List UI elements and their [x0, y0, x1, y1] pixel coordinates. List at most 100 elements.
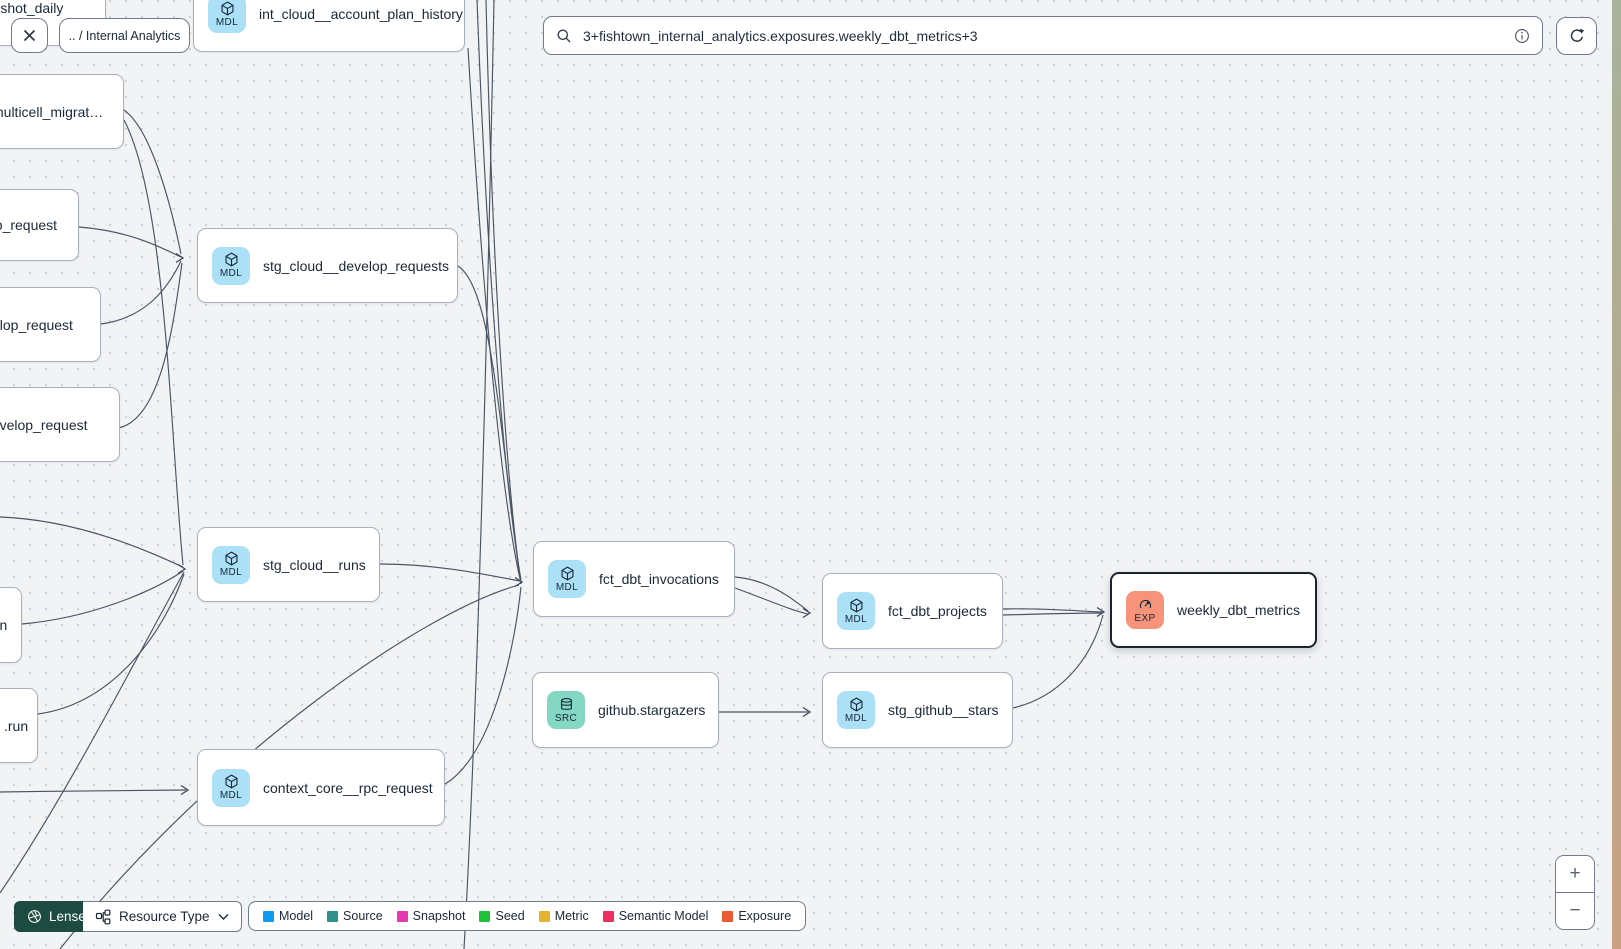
- graph-node-partial-run-1[interactable]: MDL run: [0, 587, 22, 663]
- legend-label: Source: [343, 909, 383, 923]
- badge-label: MDL: [844, 712, 868, 724]
- node-label: velop_request: [0, 316, 73, 333]
- breadcrumb[interactable]: .. / Internal Analytics: [59, 18, 190, 53]
- edge-arrowhead: [514, 576, 524, 588]
- resource-icon: [559, 697, 574, 712]
- edge: [37, 573, 185, 715]
- edge-arrowhead: [802, 706, 812, 718]
- sitemap-icon: [95, 909, 111, 925]
- close-button[interactable]: [11, 18, 48, 53]
- resource-type-legend: Model Source Snapshot Seed Metric Semant…: [248, 901, 807, 931]
- cube-icon: [225, 252, 237, 267]
- chevron-down-icon: [218, 913, 229, 921]
- zoom-out-button[interactable]: −: [1556, 893, 1594, 929]
- graph-node-fct-dbt-invocations[interactable]: MDL fct_dbt_invocations: [533, 541, 735, 617]
- resource-icon: [220, 0, 235, 16]
- graph-node-velop-request[interactable]: MDL velop_request: [0, 287, 101, 362]
- node-label: fct_dbt_projects: [888, 603, 987, 619]
- resource-type-badge: MDL: [208, 0, 246, 33]
- edge: [1002, 608, 1103, 613]
- edge-arrowhead: [177, 563, 187, 575]
- info-icon[interactable]: [1514, 28, 1530, 44]
- legend-item: Snapshot: [396, 909, 466, 923]
- resource-type-badge: MDL: [548, 560, 586, 598]
- node-label: stg_cloud__runs: [263, 556, 366, 573]
- legend-label: Metric: [554, 909, 589, 923]
- graph-node-fct-dbt-projects[interactable]: MDL fct_dbt_projects: [822, 573, 1003, 649]
- edge: [379, 563, 521, 582]
- resource-type-badge: MDL: [212, 246, 250, 285]
- node-label: fct_dbt_invocations: [599, 571, 719, 587]
- resource-icon: [1138, 597, 1153, 612]
- graph-node-op-request[interactable]: MDL op_request: [0, 189, 79, 261]
- edge: [21, 570, 184, 625]
- legend-color-swatch: [538, 910, 550, 922]
- resource-type-dropdown[interactable]: Resource Type: [83, 901, 242, 932]
- node-label: github.stargazers: [598, 702, 706, 718]
- legend-color-swatch: [722, 910, 734, 922]
- badge-label: MDL: [219, 567, 243, 578]
- badge-label: MDL: [219, 268, 243, 279]
- legend-label: Model: [279, 909, 314, 923]
- search-input[interactable]: [581, 26, 1505, 45]
- badge-label: MDL: [844, 613, 868, 625]
- resource-icon: [849, 597, 864, 613]
- legend-label: Semantic Model: [618, 909, 709, 923]
- zoom-in-button[interactable]: +: [1556, 856, 1594, 893]
- edge: [444, 586, 522, 785]
- resource-type-badge: MDL: [212, 768, 250, 807]
- graph-node-stg-github-stars[interactable]: MDL stg_github__stars: [822, 672, 1013, 748]
- edge: [1012, 614, 1104, 709]
- cube-icon: [561, 565, 573, 581]
- resource-type-badge: MDL: [212, 545, 250, 584]
- graph-node-int-cloud-account-plan-history[interactable]: MDL int_cloud__account_plan_history: [193, 0, 465, 52]
- refresh-button[interactable]: [1556, 17, 1597, 55]
- legend-color-swatch: [602, 910, 614, 922]
- node-label: snapshot_daily: [0, 0, 64, 16]
- node-label: stg_cloud__develop_requests: [263, 257, 450, 274]
- node-label: context_core__rpc_request: [263, 779, 433, 796]
- graph-node-weekly-dbt-metrics[interactable]: EXP weekly_dbt_metrics: [1110, 572, 1317, 648]
- search-icon: [556, 28, 572, 44]
- gauge-icon: [1139, 599, 1151, 608]
- graph-node-github-stargazers[interactable]: SRC github.stargazers: [532, 672, 719, 748]
- legend-item: Model: [263, 909, 313, 923]
- resource-type-badge: SRC: [547, 691, 585, 729]
- badge-label: MDL: [219, 790, 243, 801]
- edge: [734, 576, 809, 612]
- edge: [117, 262, 183, 429]
- graph-node-develop-request[interactable]: MDL develop_request: [0, 387, 120, 462]
- legend-item: Exposure: [722, 909, 791, 923]
- badge-label: MDL: [215, 16, 239, 28]
- graph-node-multicell-migrat[interactable]: MDL multicell_migrat…: [0, 74, 124, 149]
- graph-node-partial-run-2[interactable]: MDL .run: [0, 688, 38, 763]
- legend-label: Snapshot: [412, 909, 466, 923]
- edge: [476, 0, 522, 581]
- legend-item: Source: [327, 909, 383, 923]
- resource-icon: [560, 565, 575, 581]
- badge-label: EXP: [1134, 612, 1156, 624]
- breadcrumb-label: .. / Internal Analytics: [68, 28, 181, 43]
- search-bar: [543, 16, 1543, 55]
- edge: [463, 0, 495, 949]
- legend-label: Seed: [495, 909, 525, 923]
- edge: [123, 119, 184, 566]
- node-label: op_request: [0, 217, 58, 233]
- node-label: run: [0, 617, 8, 633]
- lenses-aperture-icon: [27, 909, 42, 924]
- edge-arrowhead: [802, 607, 812, 619]
- resource-icon: [849, 696, 864, 712]
- cube-icon: [225, 774, 237, 789]
- edge: [467, 47, 521, 580]
- legend-color-swatch: [479, 910, 491, 922]
- graph-node-stg-cloud-develop-requests[interactable]: MDL stg_cloud__develop_requests: [197, 228, 458, 303]
- edge: [0, 516, 184, 568]
- edge: [0, 789, 187, 793]
- edge-arrowhead: [175, 252, 185, 264]
- graph-node-stg-cloud-runs[interactable]: MDL stg_cloud__runs: [197, 527, 380, 602]
- legend-color-swatch: [263, 910, 274, 922]
- edge: [734, 587, 809, 615]
- legend-color-swatch: [327, 910, 339, 922]
- edge: [0, 571, 185, 894]
- graph-node-context-core-rpc-request[interactable]: MDL context_core__rpc_request: [197, 749, 445, 826]
